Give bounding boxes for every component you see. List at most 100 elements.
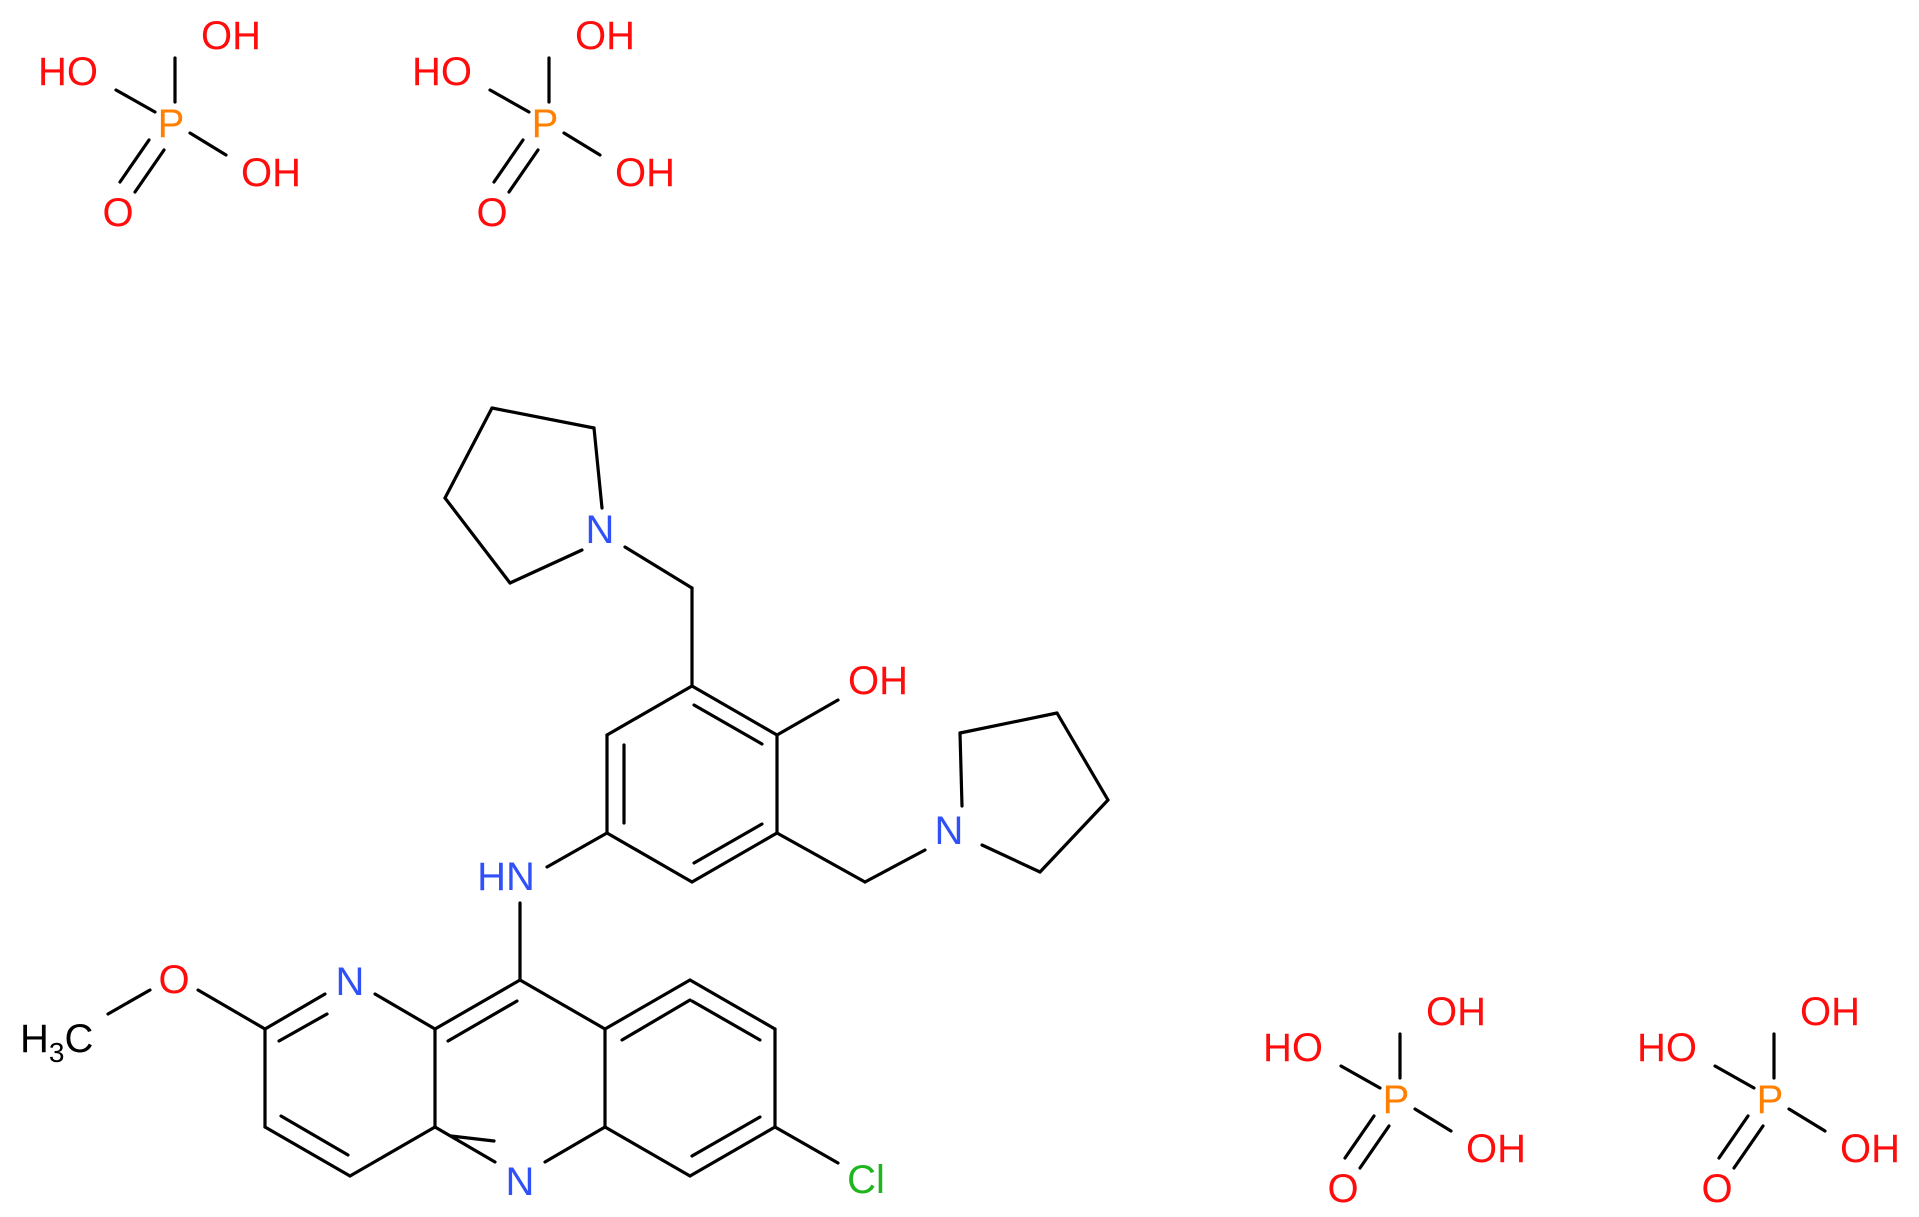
oh-label: OH — [1466, 1127, 1526, 1171]
bond — [1055, 711, 1110, 802]
bond — [1358, 1124, 1391, 1170]
pyronaridine-molecule: OH N N HN — [20, 406, 1110, 1204]
bond — [692, 703, 764, 746]
bond — [508, 548, 584, 585]
bond — [488, 88, 531, 114]
bond — [433, 978, 522, 1031]
phosphoric-acid-2: OH HO P OH O — [412, 14, 675, 235]
phenol-oh-label: OH — [848, 659, 908, 703]
bond — [1713, 1064, 1756, 1090]
oh-label: OH — [1426, 990, 1486, 1034]
methyl-c: C — [64, 1017, 93, 1061]
bond — [1732, 1124, 1765, 1170]
bond — [623, 545, 694, 590]
acridine-central-ring — [433, 978, 607, 1164]
benzo-ring-right — [603, 978, 777, 1178]
bond — [775, 698, 840, 737]
pyrrolidine-n-top-label: N — [586, 508, 615, 552]
bond — [490, 406, 596, 430]
pyrrolidine-ring-right — [958, 711, 1110, 874]
bond — [543, 1125, 607, 1164]
bond — [773, 1125, 840, 1165]
oh-label: OH — [615, 151, 675, 195]
bond — [188, 131, 228, 157]
ho-label: HO — [412, 50, 472, 94]
bond — [603, 978, 692, 1031]
bond — [605, 831, 694, 884]
bond — [373, 992, 437, 1031]
bond — [958, 731, 964, 808]
bond — [692, 822, 764, 865]
ho-label: HO — [1263, 1026, 1323, 1070]
phosphorus-label: P — [158, 102, 185, 146]
bond — [263, 992, 327, 1031]
phosphorus-label: P — [1757, 1078, 1784, 1122]
bond — [958, 711, 1059, 735]
phosphoric-acid-3: OH HO P OH O — [1263, 990, 1526, 1211]
methyl-h: H — [20, 1017, 49, 1061]
bond — [348, 1125, 437, 1178]
bond — [263, 1125, 352, 1178]
bond — [1339, 1064, 1382, 1090]
bond — [518, 978, 607, 1031]
phosphorus-label: P — [1383, 1078, 1410, 1122]
oxygen-label: O — [476, 191, 507, 235]
chloro-label: Cl — [847, 1158, 885, 1202]
bond — [1787, 1107, 1827, 1133]
amine-nh-label: HN — [477, 855, 535, 899]
bond — [1343, 1114, 1376, 1160]
pyridine-n-label: N — [336, 960, 365, 1004]
bond — [133, 148, 166, 194]
bond — [863, 848, 927, 884]
bond — [592, 426, 604, 510]
bond — [620, 998, 692, 1042]
bond — [449, 1134, 496, 1143]
bond — [690, 684, 779, 737]
bond — [1717, 1114, 1750, 1160]
bond — [690, 999, 762, 1042]
bond — [690, 831, 779, 884]
oxygen-label: O — [102, 191, 133, 235]
methoxy-o-label: O — [158, 958, 189, 1002]
bond — [114, 88, 157, 114]
bond — [688, 1125, 777, 1178]
bond — [277, 1012, 329, 1043]
phosphoric-acid-4: OH HO P OH O — [1637, 990, 1900, 1211]
bond — [446, 999, 519, 1043]
ho-label: HO — [38, 50, 98, 94]
bond — [688, 978, 777, 1031]
bond — [492, 138, 525, 184]
oh-label: OH — [575, 14, 635, 58]
oh-label: OH — [1800, 990, 1860, 1034]
bond — [279, 1114, 350, 1157]
bond — [106, 988, 152, 1016]
oh-label: OH — [241, 151, 301, 195]
bond — [433, 1125, 497, 1164]
bond — [196, 988, 267, 1031]
bond — [605, 684, 694, 737]
bond — [443, 406, 494, 500]
bond — [603, 1125, 692, 1178]
bond — [775, 831, 867, 884]
bond — [562, 131, 602, 157]
methyl-subscript: 3 — [49, 1037, 65, 1068]
ho-label: HO — [1637, 1026, 1697, 1070]
bond — [980, 843, 1042, 874]
phosphoric-acid-1: OH HO P OH O — [38, 14, 301, 235]
oxygen-label: O — [1701, 1167, 1732, 1211]
bond — [1038, 798, 1110, 874]
oxygen-label: O — [1327, 1167, 1358, 1211]
bond — [1413, 1107, 1453, 1133]
oh-label: OH — [1840, 1127, 1900, 1171]
oh-label: OH — [201, 14, 261, 58]
bond — [690, 1115, 762, 1158]
phosphorus-label: P — [532, 102, 559, 146]
bond — [443, 496, 512, 585]
bond — [118, 138, 151, 184]
pyrrolidine-n-right-label: N — [935, 809, 964, 853]
bond — [545, 831, 609, 869]
benzene-ring — [605, 684, 779, 884]
acridine-n-label: N — [506, 1160, 535, 1204]
